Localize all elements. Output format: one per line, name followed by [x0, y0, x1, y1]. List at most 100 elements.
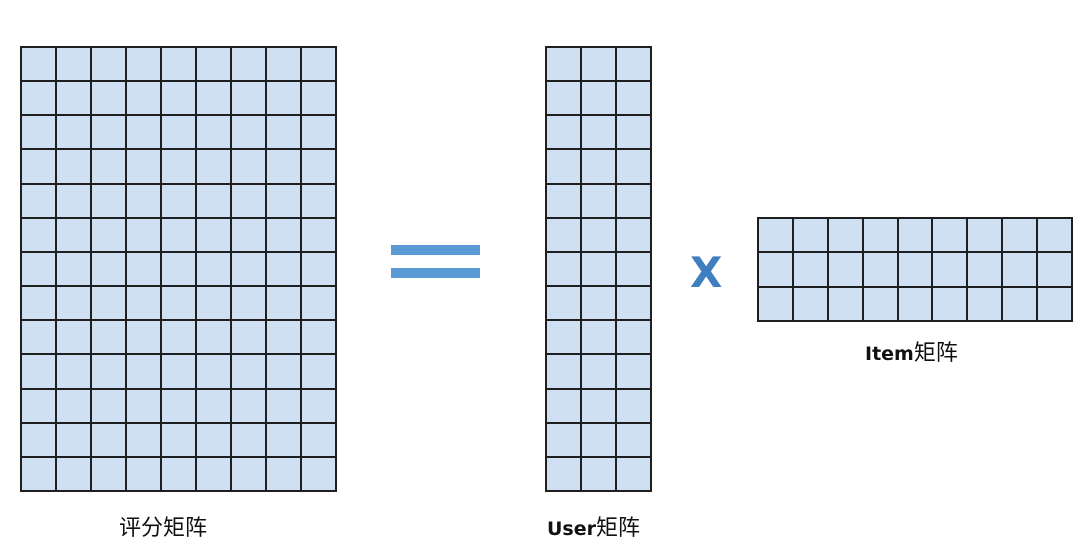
matrix-cell	[22, 218, 55, 251]
matrix-cell	[197, 150, 230, 183]
matrix-cell	[92, 457, 125, 490]
matrix-cell	[22, 389, 55, 422]
matrix-cell	[617, 423, 650, 456]
matrix-cell	[302, 116, 335, 149]
matrix-cell	[267, 457, 300, 490]
matrix-cell	[57, 287, 90, 320]
matrix-cell	[582, 150, 615, 183]
matrix-cell	[22, 423, 55, 456]
multiplication-sign: X	[690, 248, 723, 297]
matrix-cell	[57, 252, 90, 286]
matrix-cell	[197, 457, 230, 490]
matrix-cell	[267, 150, 300, 183]
matrix-cell	[547, 184, 580, 217]
matrix-cell	[302, 184, 335, 217]
matrix-cell	[582, 48, 615, 81]
matrix-cell	[162, 389, 195, 422]
matrix-cell	[197, 287, 230, 320]
matrix-cell	[582, 457, 615, 490]
matrix-cell	[127, 389, 160, 422]
matrix-cell	[302, 321, 335, 354]
matrix-cell	[162, 457, 195, 490]
matrix-cell	[1038, 253, 1071, 286]
matrix-cell	[547, 287, 580, 320]
matrix-cell	[22, 457, 55, 490]
matrix-cell	[162, 321, 195, 354]
matrix-cell	[232, 150, 265, 183]
matrix-cell	[197, 184, 230, 217]
matrix-cell	[267, 389, 300, 422]
matrix-cell	[162, 355, 195, 388]
user-matrix-label-latin: User	[547, 518, 596, 540]
matrix-cell	[197, 116, 230, 149]
rating-matrix-label: 评分矩阵	[119, 516, 208, 541]
matrix-cell	[302, 423, 335, 456]
matrix-cell	[127, 218, 160, 251]
matrix-cell	[933, 219, 967, 252]
matrix-cell	[197, 252, 230, 286]
matrix-cell	[793, 219, 827, 252]
matrix-cell	[582, 287, 615, 320]
matrix-cell	[828, 253, 862, 286]
matrix-cell	[57, 184, 90, 217]
matrix-cell	[828, 287, 862, 320]
matrix-cell	[547, 218, 580, 251]
matrix-cell	[1003, 287, 1037, 320]
matrix-cell	[162, 252, 195, 286]
matrix-cell	[933, 253, 967, 286]
matrix-cell	[22, 48, 55, 81]
matrix-cell	[197, 82, 230, 115]
matrix-cell	[617, 116, 650, 149]
matrix-cell	[162, 48, 195, 81]
matrix-cell	[127, 116, 160, 149]
matrix-cell	[127, 48, 160, 81]
matrix-cell	[57, 82, 90, 115]
matrix-cell	[162, 287, 195, 320]
matrix-cell	[57, 116, 90, 149]
matrix-cell	[302, 48, 335, 81]
matrix-cell	[759, 253, 792, 286]
matrix-cell	[267, 82, 300, 115]
matrix-cell	[828, 219, 862, 252]
matrix-cell	[232, 48, 265, 81]
matrix-cell	[968, 219, 1002, 252]
matrix-cell	[302, 218, 335, 251]
matrix-cell	[617, 457, 650, 490]
matrix-cell	[617, 82, 650, 115]
matrix-cell	[582, 355, 615, 388]
matrix-cell	[127, 82, 160, 115]
matrix-cell	[232, 457, 265, 490]
matrix-cell	[617, 321, 650, 354]
matrix-cell	[162, 423, 195, 456]
matrix-cell	[127, 150, 160, 183]
matrix-cell	[197, 389, 230, 422]
matrix-cell	[302, 150, 335, 183]
matrix-cell	[92, 252, 125, 286]
user-matrix-label: User矩阵	[547, 515, 640, 543]
matrix-cell	[232, 116, 265, 149]
matrix-cell	[22, 355, 55, 388]
matrix-cell	[92, 82, 125, 115]
matrix-cell	[267, 355, 300, 388]
matrix-cell	[92, 355, 125, 388]
matrix-cell	[232, 82, 265, 115]
user-matrix	[545, 46, 652, 492]
matrix-cell	[162, 82, 195, 115]
matrix-cell	[22, 252, 55, 286]
matrix-cell	[57, 48, 90, 81]
matrix-cell	[127, 252, 160, 286]
matrix-cell	[547, 82, 580, 115]
matrix-cell	[197, 218, 230, 251]
matrix-cell	[547, 457, 580, 490]
matrix-cell	[267, 423, 300, 456]
matrix-cell	[197, 423, 230, 456]
matrix-cell	[232, 321, 265, 354]
matrix-cell	[162, 150, 195, 183]
matrix-cell	[547, 116, 580, 149]
matrix-cell	[267, 287, 300, 320]
matrix-cell	[582, 252, 615, 286]
matrix-cell	[302, 82, 335, 115]
matrix-cell	[582, 321, 615, 354]
matrix-cell	[267, 252, 300, 286]
matrix-cell	[92, 389, 125, 422]
